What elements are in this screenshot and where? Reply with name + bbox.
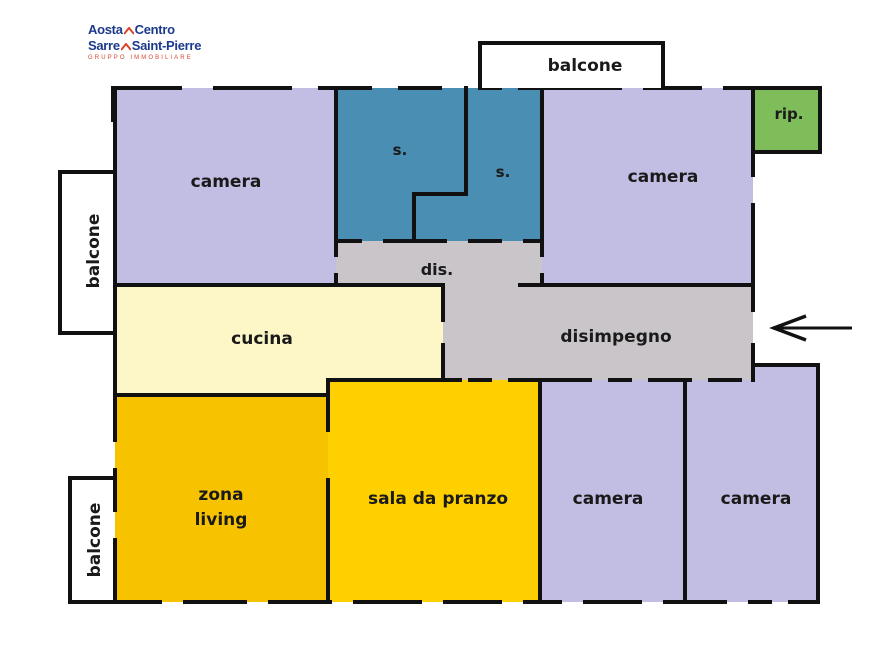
balcone-top-outline (478, 41, 665, 88)
label-dis: dis. (421, 260, 454, 279)
logo-word-centro: Centro (134, 22, 175, 37)
balcone-left-upper-outline (58, 170, 113, 335)
label-balcone-left-lower: balcone (85, 503, 105, 578)
label-balcone-top: balcone (548, 56, 623, 76)
company-logo: Aosta Centro Sarre Saint-Pierre GRUPPO IMM… (88, 22, 218, 72)
logo-word-sarre: Sarre (88, 38, 120, 53)
label-balcone-left-upper: balcone (84, 214, 104, 289)
logo-line-2: Sarre Saint-Pierre (88, 38, 218, 54)
room-camera-s1 (540, 380, 685, 602)
logo-word-aosta: Aosta (88, 22, 123, 37)
logo-tagline: GRUPPO IMMOBILIARE (88, 55, 193, 61)
room-disimpegno (336, 241, 753, 380)
label-camera-s2: camera (721, 489, 792, 509)
room-camera-s2 (685, 365, 818, 602)
label-camera-ne: camera (628, 167, 699, 187)
room-bagno-1 (336, 88, 466, 241)
label-camera-nw: camera (191, 172, 262, 192)
room-sala-da-pranzo (328, 380, 540, 602)
room-camera-ne (542, 88, 753, 285)
logo-word-saint-pierre: Saint-Pierre (131, 38, 202, 53)
label-disimpegno: disimpegno (560, 327, 671, 347)
arrow-left-icon (769, 314, 852, 342)
label-zona-living-1: zona (198, 485, 243, 505)
room-cucina (115, 285, 443, 395)
label-bagno-1: s. (393, 141, 408, 159)
label-zona-living-2: living (195, 510, 248, 530)
room-labels: camera s. s. camera rip. dis. cucina dis… (84, 56, 803, 577)
room-ripostiglio (753, 88, 820, 152)
logo-line-1: Aosta Centro (88, 22, 218, 38)
roof-icon (123, 27, 134, 35)
room-fills (115, 88, 820, 602)
label-sala-da-pranzo: sala da pranzo (368, 489, 508, 509)
room-bagno-2 (414, 88, 542, 241)
balconies (58, 41, 665, 604)
roof-icon (120, 43, 131, 51)
walls (111, 86, 822, 604)
room-camera-nw (115, 88, 336, 285)
balcone-left-lower-outline (68, 476, 113, 604)
room-zona-living (115, 395, 328, 602)
label-cucina: cucina (231, 329, 293, 349)
label-bagno-2: s. (496, 163, 511, 181)
label-camera-s1: camera (573, 489, 644, 509)
label-ripostiglio: rip. (775, 105, 804, 123)
